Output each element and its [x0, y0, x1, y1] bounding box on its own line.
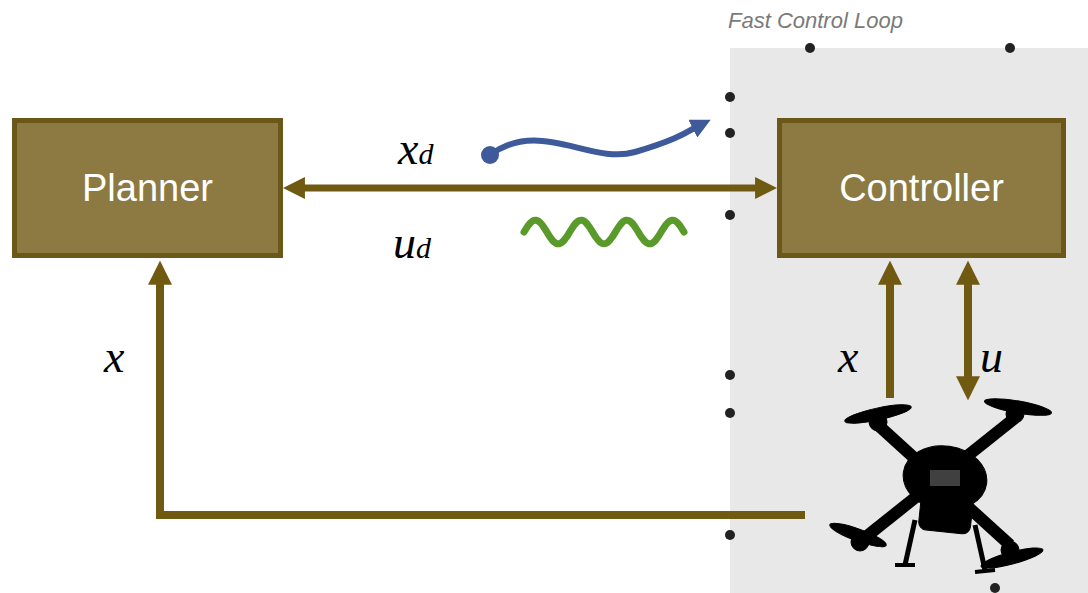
trajectory-icon: [490, 125, 700, 155]
signal-wave: [524, 220, 684, 244]
controller-box: Controller: [777, 118, 1066, 258]
planner-box: Planner: [12, 118, 283, 258]
desired-state-label: xd: [398, 126, 433, 172]
control-loop-band: Fast Control LoopController: [730, 48, 1088, 593]
band-heading: Fast Control Loop: [728, 8, 1086, 34]
state-label: x: [104, 334, 124, 380]
box-label: Controller: [839, 167, 1004, 210]
signal-arrow: [297, 185, 763, 192]
state-feedback-wire: [160, 276, 805, 515]
state-label: x: [838, 334, 858, 380]
desired-input-label: ud: [393, 220, 431, 266]
state-wire: [886, 276, 894, 398]
trajectory-start: [481, 146, 499, 164]
box-label: Planner: [82, 167, 213, 210]
input-wire: [964, 276, 972, 385]
quadrotor-drone: [828, 395, 1053, 572]
input-label: u: [980, 334, 1003, 380]
